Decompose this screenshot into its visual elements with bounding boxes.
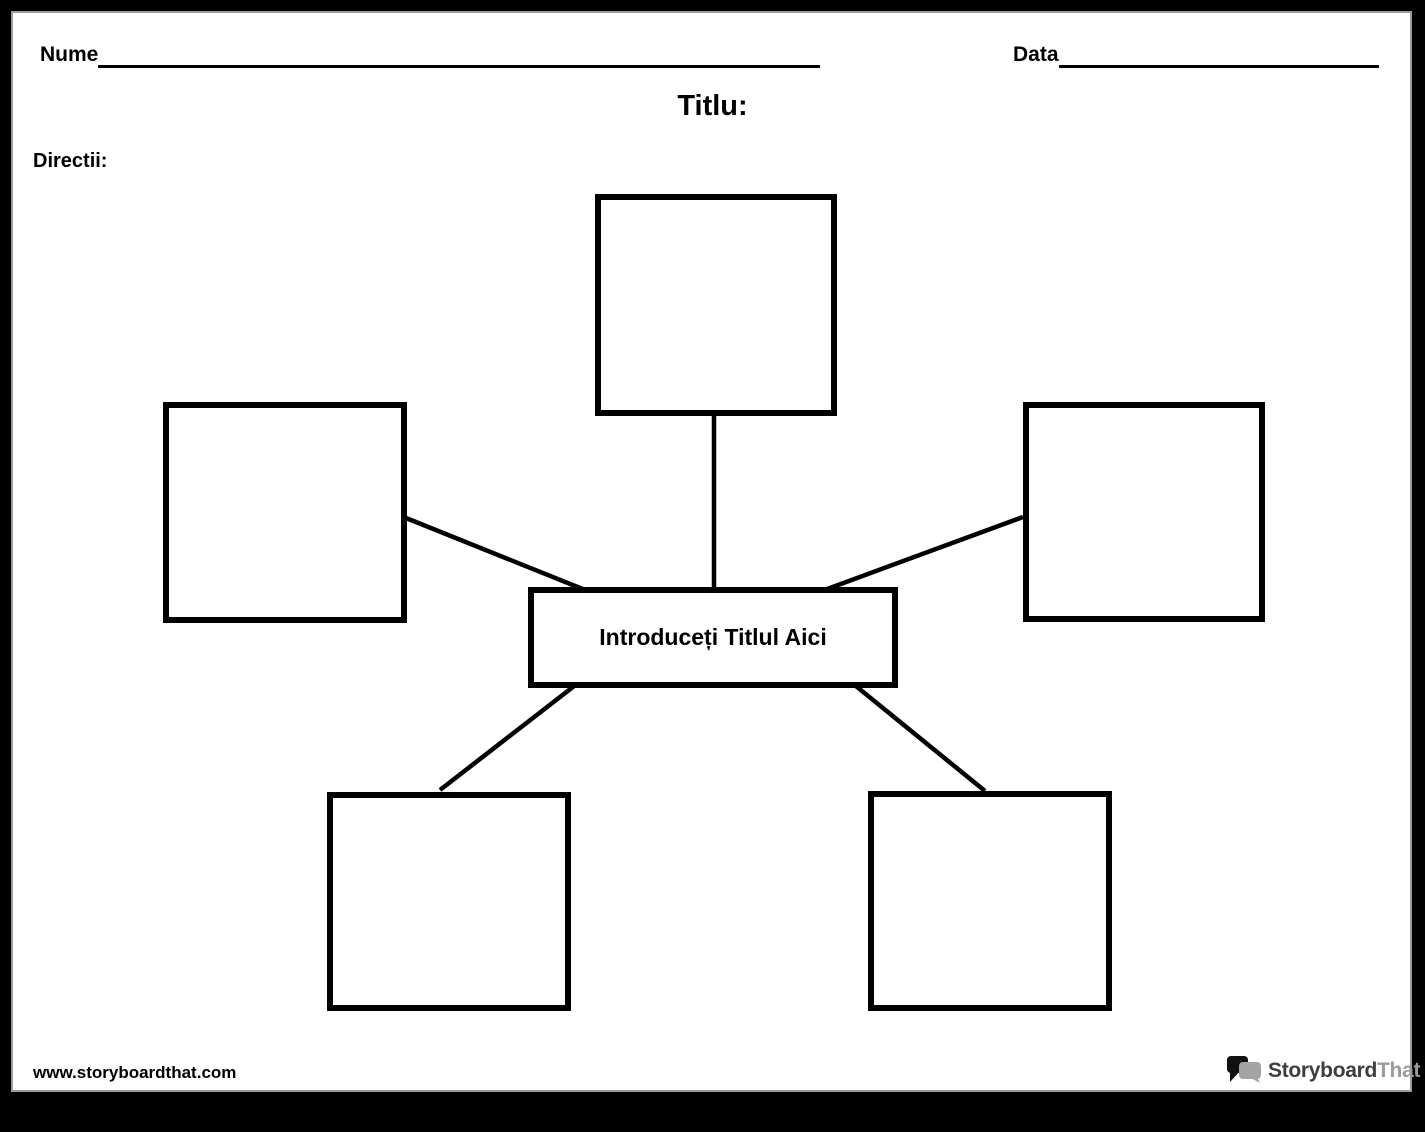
- spider-cell-bottom-right[interactable]: [868, 791, 1112, 1011]
- logo-text-secondary: That: [1377, 1059, 1421, 1082]
- logo-text: StoryboardThat: [1268, 1059, 1420, 1083]
- page-title: Titlu:: [677, 90, 748, 122]
- center-title-placeholder: Introduceți Titlul Aici: [599, 624, 827, 650]
- spider-cell-left[interactable]: [163, 402, 407, 623]
- spider-cell-center[interactable]: Introduceți Titlul Aici: [528, 587, 898, 688]
- spider-cell-right[interactable]: [1023, 402, 1265, 622]
- name-label: Nume: [40, 43, 99, 66]
- spider-cell-bottom-left[interactable]: [327, 792, 571, 1011]
- date-label: Data: [1013, 43, 1059, 66]
- directions-label: Directii:: [33, 150, 108, 172]
- date-fill-line[interactable]: [1059, 65, 1379, 68]
- storyboardthat-logo: StoryboardThat: [1226, 1050, 1420, 1092]
- logo-text-primary: Storyboard: [1268, 1059, 1378, 1082]
- name-fill-line[interactable]: [98, 65, 820, 68]
- spider-cell-top[interactable]: [595, 194, 837, 416]
- website-url: www.storyboardthat.com: [33, 1063, 237, 1082]
- speech-bubbles-icon: [1227, 1056, 1261, 1083]
